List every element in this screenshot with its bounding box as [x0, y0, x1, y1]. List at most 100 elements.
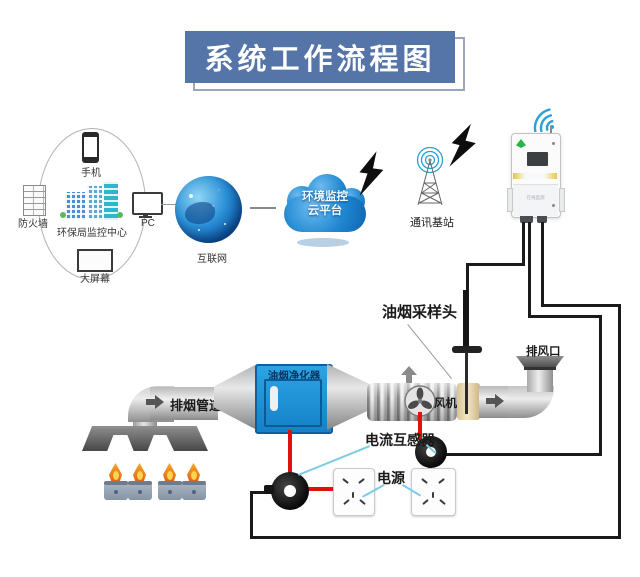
link-pc-globe [161, 204, 184, 205]
flame-icon [187, 463, 200, 481]
cable-transformer-left [541, 222, 544, 307]
device-logo-icon [516, 139, 526, 148]
cable-transformer-right [528, 222, 531, 318]
current-transformer-left-icon [271, 472, 309, 510]
pc-label: PC [141, 218, 155, 229]
cloud-icon: 环境监控 云平台 [283, 172, 367, 238]
sampling-probe [463, 290, 469, 350]
building-icon [60, 178, 123, 222]
fume-monitor-device: 油烟在线监测仪 在线监测 [511, 133, 561, 218]
cable-transformer-left [250, 491, 253, 539]
power-label: 电源 [377, 470, 405, 486]
building-mid [87, 186, 102, 220]
transformer-hole [426, 447, 436, 457]
cable-transformer-left [250, 536, 621, 539]
purifier-handle [270, 386, 278, 411]
outlet-cap [516, 356, 564, 369]
current-transformer-label: 电流互感器 [365, 432, 435, 448]
phone-icon [82, 132, 99, 163]
power-outlet-right [411, 468, 456, 516]
flow-arrow-icon [155, 395, 164, 409]
cloud-text-line2: 云平台 [307, 205, 343, 217]
device-mount-tab [559, 188, 565, 212]
building-label: 环保局监控中心 [57, 228, 127, 239]
transformer-tab [264, 485, 274, 494]
link-globe-cloud [250, 207, 276, 209]
duct-label: 排烟管道 [170, 398, 223, 413]
device-body-text: 在线监测 [526, 195, 545, 200]
cloud-text: 环境监控 云平台 [283, 190, 367, 218]
globe-continent [185, 202, 215, 224]
fan-label: 风机 [434, 398, 457, 410]
flame-icon [109, 463, 122, 481]
firewall-label: 防火墙 [18, 219, 48, 230]
base-station-icon [416, 147, 444, 206]
globe-dot [189, 194, 193, 198]
fan-icon [404, 385, 436, 417]
lightning-icon [449, 123, 476, 167]
device-screen [527, 152, 548, 166]
red-wire-purifier [288, 430, 292, 476]
transformer-hole [284, 485, 296, 497]
base-station-label: 通讯基站 [410, 217, 454, 229]
big-screen-icon [77, 249, 113, 272]
cable-transformer-left [541, 304, 621, 307]
wifi-icon [533, 108, 554, 132]
lightning-icon [359, 151, 384, 196]
tree-icon [117, 212, 123, 218]
flame-icon [163, 463, 176, 481]
stove-icon [182, 481, 206, 500]
pc-icon [132, 192, 163, 215]
exhaust-outlet-label: 排风口 [526, 346, 561, 358]
probe-needle [465, 352, 468, 414]
hood-canopy [82, 426, 208, 451]
device-antenna [550, 126, 552, 135]
device-mount-tab [507, 188, 513, 212]
up-arrow-icon [401, 366, 417, 375]
flow-arrow-icon [495, 394, 504, 408]
stove-icon [158, 481, 182, 500]
pc-stand [143, 213, 148, 216]
flow-arrow-icon [486, 398, 495, 404]
phone-screen [84, 137, 97, 157]
outlet-cap-lip [524, 367, 556, 370]
purifier-panel [264, 379, 322, 427]
duct-cone-left [214, 364, 257, 430]
page-title: 系统工作流程图 [204, 44, 436, 76]
cable-probe [466, 263, 525, 266]
globe-icon [175, 176, 242, 243]
firewall-icon [23, 185, 46, 216]
phone-label: 手机 [81, 168, 101, 179]
red-wire-left-outlet [304, 487, 335, 491]
device-lower-panel: 在线监测 [513, 184, 558, 216]
cloud-shadow [297, 238, 349, 247]
duct-cone-right [327, 364, 369, 430]
title-banner: 系统工作流程图 [185, 31, 455, 83]
probe-flange [452, 346, 482, 353]
cable-transformer-right [446, 453, 602, 456]
cable-transformer-left [618, 304, 621, 539]
flame-icon [133, 463, 146, 481]
stove-icon [128, 481, 152, 500]
building-left [65, 192, 85, 220]
flow-arrow-icon [146, 399, 155, 405]
cable-probe [522, 222, 525, 266]
cloud-body [284, 196, 366, 232]
internet-label: 互联网 [197, 254, 227, 265]
building-right [104, 182, 118, 220]
big-screen-label: 大屏幕 [80, 274, 110, 285]
red-wire-fan [418, 412, 422, 440]
device-connector [537, 216, 547, 223]
cloud-text-line1: 环境监控 [302, 191, 348, 203]
purifier-box: 油烟净化器 [255, 364, 333, 434]
cable-transformer-right [528, 315, 602, 318]
stove-icon [104, 481, 128, 500]
sampling-collar [457, 383, 480, 420]
device-connector [520, 216, 533, 223]
device-led [552, 204, 555, 207]
sampling-head-label: 油烟采样头 [382, 304, 458, 321]
device-led [552, 142, 555, 145]
tree-icon [60, 212, 66, 218]
pc-base [139, 216, 152, 218]
